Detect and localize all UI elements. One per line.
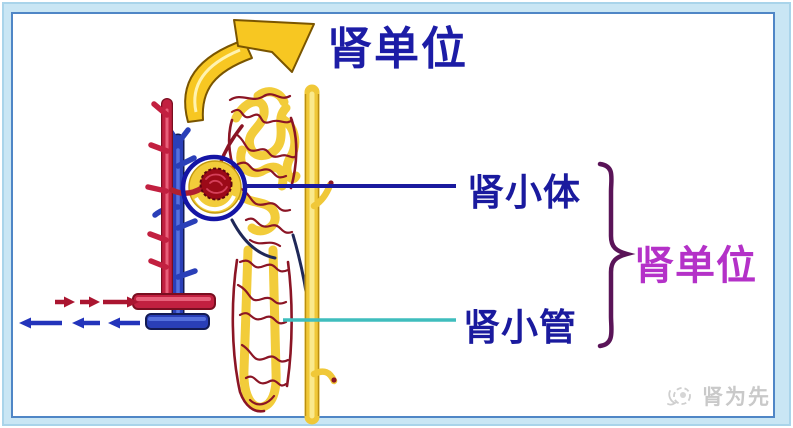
slide-content-area	[11, 12, 775, 418]
renal-tubule-label: 肾小管	[463, 306, 577, 349]
artery-flow-arrows	[55, 296, 139, 308]
renal-corpuscle-label: 肾小体	[467, 171, 581, 214]
nephron-brace	[597, 161, 636, 349]
collecting-duct	[304, 84, 338, 425]
glomerulus	[199, 167, 233, 201]
curved-arrow	[184, 19, 315, 123]
page-title: 肾单位	[327, 22, 469, 75]
vessel-bars	[132, 293, 216, 330]
watermark-logo-icon	[667, 387, 691, 406]
nephron-group-label: 肾单位	[634, 243, 757, 289]
renal-vein	[152, 127, 198, 329]
watermark: 肾为先	[666, 381, 771, 411]
watermark-text: 肾为先	[702, 385, 771, 409]
vein-flow-arrows	[19, 317, 140, 329]
loop-of-henle	[239, 245, 281, 412]
afferent-arteriole	[169, 185, 205, 197]
renal-artery	[145, 98, 173, 306]
